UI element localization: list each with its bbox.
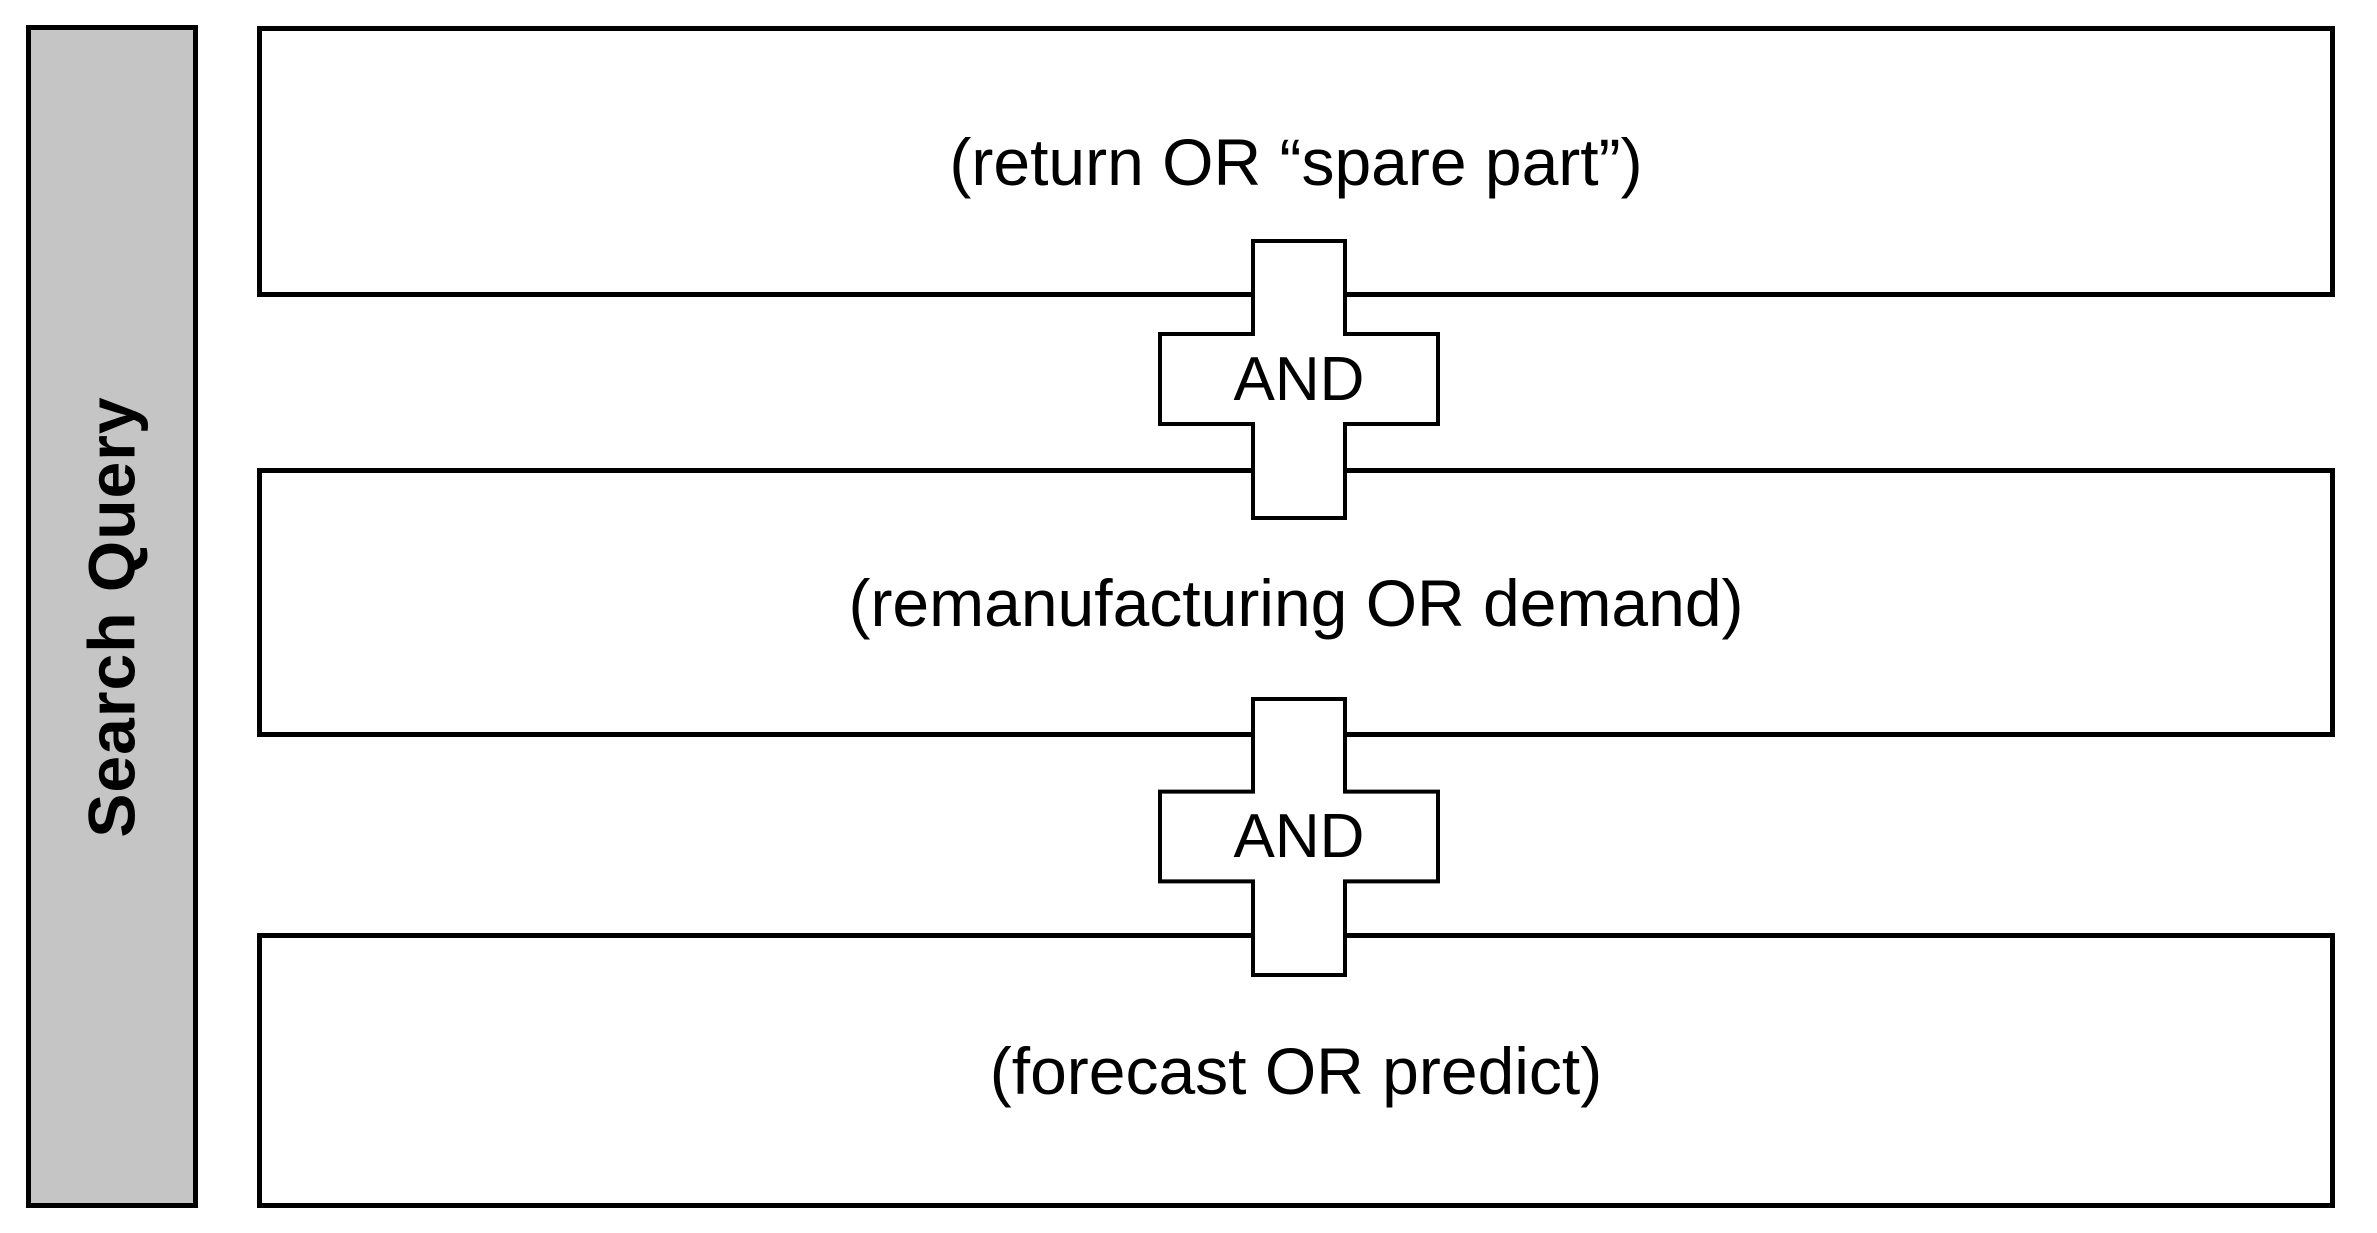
query-box-3: (forecast OR predict) — [257, 933, 2335, 1208]
query-box-3-label: (forecast OR predict) — [989, 1033, 1603, 1108]
plus-shape-icon — [1158, 697, 1440, 977]
sidebar-label: Search Query — [75, 395, 150, 838]
query-box-1-label: (return OR “spare part”) — [949, 124, 1643, 199]
query-box-2-label: (remanufacturing OR demand) — [848, 565, 1744, 640]
plus-shape-icon — [1158, 239, 1440, 520]
and-connector-1-label: AND — [1233, 344, 1365, 414]
and-connector-2: AND — [1158, 697, 1440, 977]
sidebar-search-query-bar: Search Query — [26, 25, 198, 1208]
and-connector-1: AND — [1158, 239, 1440, 520]
and-connector-2-label: AND — [1233, 802, 1365, 872]
